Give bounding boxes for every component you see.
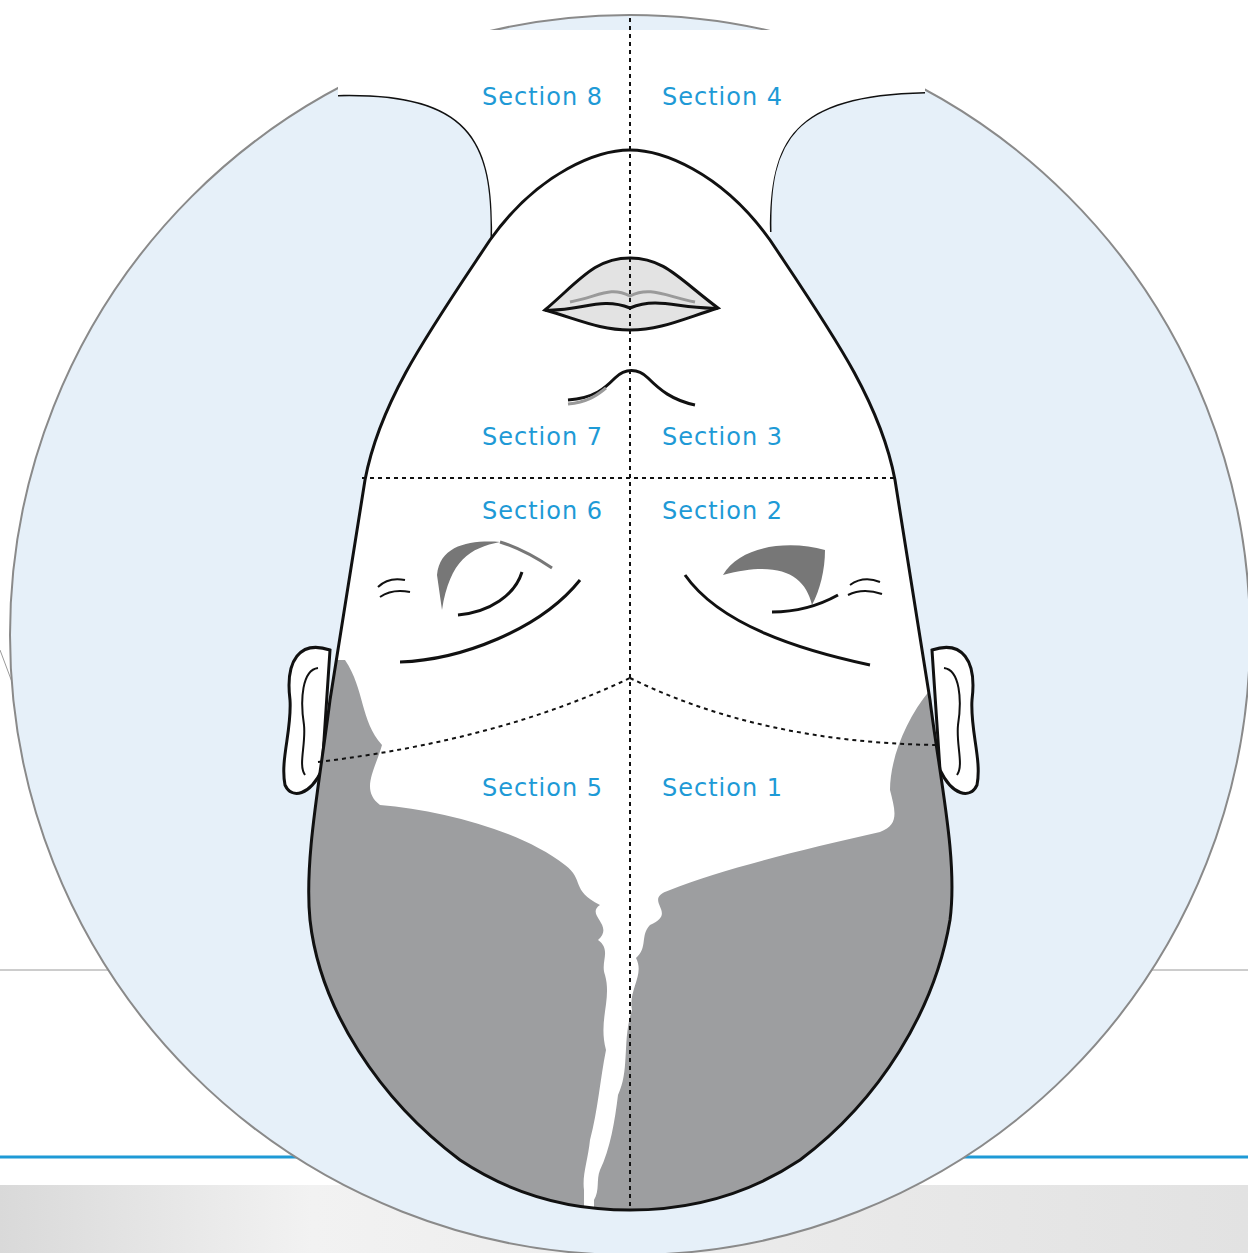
background-circle	[10, 15, 1248, 1253]
section-divider	[630, 678, 935, 745]
section-label: Section 4	[662, 83, 783, 111]
ear-detail	[944, 668, 960, 775]
eyebrow	[500, 542, 552, 568]
section-label: Section 1	[662, 774, 783, 802]
lip-shade	[570, 292, 695, 302]
section-label: Section 6	[482, 497, 603, 525]
eye-line	[400, 580, 580, 662]
hair-right	[594, 690, 1000, 1253]
hair	[250, 660, 1000, 1253]
nose-shade	[568, 388, 606, 404]
section-label: Section 2	[662, 497, 783, 525]
lip-line	[545, 303, 718, 310]
ear-detail	[302, 668, 318, 775]
section-divider	[318, 678, 630, 762]
lips	[545, 258, 718, 330]
section-divider	[629, 18, 631, 1210]
lashes	[848, 579, 882, 595]
eyebrow	[437, 542, 500, 610]
section-divider	[362, 477, 895, 479]
lashes	[378, 579, 410, 597]
section-label: Section 8	[482, 83, 603, 111]
eyelid	[458, 572, 522, 615]
section-label: Section 3	[662, 423, 783, 451]
eyebrow	[723, 545, 825, 605]
hair-left	[250, 660, 607, 1253]
section-label: Section 5	[482, 774, 603, 802]
eyelid	[772, 595, 838, 612]
section-label: Section 7	[482, 423, 603, 451]
nose	[568, 371, 695, 406]
eye-line	[685, 575, 870, 665]
